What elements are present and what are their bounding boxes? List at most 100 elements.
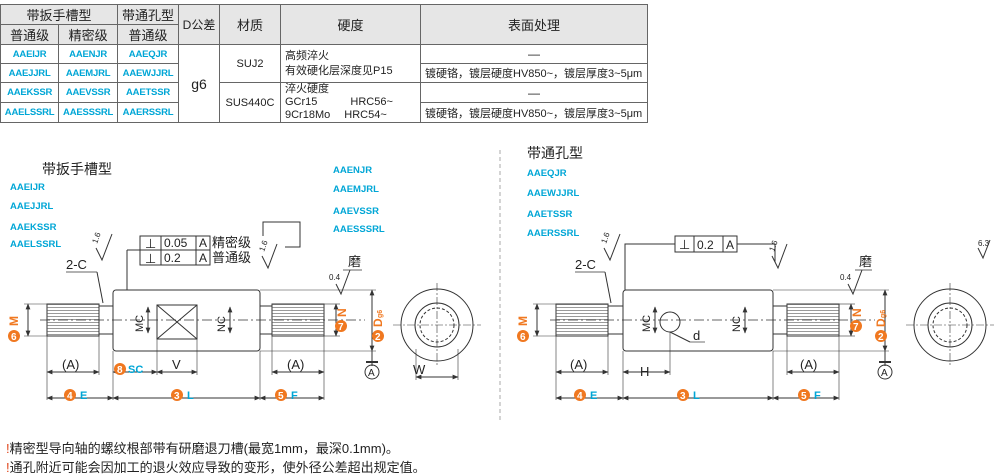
badge-number: 3 (174, 391, 180, 402)
left-codes-b: AAENJR AAEMJRL AAEVSSR AAESSSRL (333, 165, 385, 235)
roughness-value: 0.4 (329, 273, 341, 282)
code-label: AAESSSRL (333, 224, 385, 235)
dim-nc: NC (216, 316, 228, 332)
datum-label: W (413, 362, 426, 377)
roughness-mark (335, 269, 351, 296)
badge-number: 5 (801, 391, 807, 402)
normal-label: 普通级 (212, 250, 251, 265)
code-label: AAENJR (333, 165, 372, 176)
left-title: 带扳手槽型 (42, 161, 112, 177)
roughness-mark (261, 243, 278, 270)
dim-d-sub: g6 (377, 310, 384, 318)
dim-mc: MC (641, 315, 653, 332)
dim-a: (A) (287, 357, 304, 372)
roughness-value: 1.6 (767, 239, 779, 253)
badge-number: 5 (278, 391, 284, 402)
note-2: !通孔附近可能会因加工的退火效应导致的变形，使外径公差超出规定值。 (6, 457, 426, 476)
left-codes-a: AAEIJR AAEJJRL AAEKSSR AAELSSRL (10, 182, 61, 250)
chamfer-label: 2-C (66, 257, 87, 272)
datum-label: A (368, 368, 375, 379)
code-label: AAETSSR (527, 209, 573, 220)
badge-icon (8, 330, 20, 342)
dim-sc: SC (128, 364, 143, 376)
grind-label: 磨 (348, 254, 361, 269)
badge-number: 6 (11, 332, 17, 343)
dim-f: F (814, 390, 821, 402)
code-label: AAERSSRL (527, 228, 579, 239)
dim-n: N (850, 308, 864, 317)
surface-none: — (420, 82, 648, 103)
warning-icon: ! (6, 460, 10, 475)
hardness-line: 高频淬火 (285, 49, 329, 62)
dim-hole: d (693, 328, 700, 343)
badge-number: 3 (680, 391, 686, 402)
note-text: 通孔附近可能会因加工的退火效应导致的变形，使外径公差超出规定值。 (9, 460, 426, 475)
tolerance-value: 0.2 (164, 251, 181, 265)
note-1: !精密型导向轴的螺纹根部带有研磨退刀槽(最宽1mm，最深0.1mm)。 (6, 438, 399, 457)
roughness-value: 6.3 (978, 239, 990, 248)
hardness-line: 淬火硬度 (285, 83, 329, 95)
surface-chrome: 镀硬铬，镀层硬度HV850~，镀层厚度3~5μm (420, 102, 648, 123)
badge-number: 4 (67, 391, 73, 402)
right-codes: AAEQJR AAEWJJRL AAETSSR AAERSSRL (527, 168, 579, 239)
code-label: AAEQJR (527, 168, 567, 179)
perpendicular-icon: ⊥ (145, 251, 156, 266)
dim-d: D (371, 318, 385, 327)
header-d-tolerance: D公差 (178, 4, 220, 45)
dim-e: E (80, 390, 87, 402)
roughness-mark (95, 233, 113, 262)
code-cell: AAELSSRL (0, 102, 60, 123)
material-sus440c: SUS440C (219, 82, 281, 123)
dim-a: (A) (62, 357, 79, 372)
badge-number: 8 (117, 365, 123, 376)
datum-circle (364, 364, 380, 380)
precise-label: 精密级 (212, 235, 251, 250)
header-material: 材质 (219, 4, 281, 45)
dim-f: F (291, 390, 298, 402)
code-label: AAEMJRL (333, 184, 379, 195)
warning-icon: ! (6, 441, 10, 456)
dim-a: (A) (800, 357, 817, 372)
perpendicular-icon: ⊥ (679, 237, 690, 252)
dim-l: L (693, 390, 700, 402)
dim-a: (A) (570, 357, 587, 372)
code-label: AAEWJJRL (527, 188, 579, 199)
code-label: AAEVSSR (333, 206, 379, 217)
hardness-line: 有效硬化层深度见P15 (285, 64, 393, 77)
tolerance-ref: A (199, 251, 207, 265)
chamfer-label: 2-C (575, 257, 596, 272)
code-label: AAEIJR (10, 182, 45, 193)
dim-l: L (187, 390, 194, 402)
roughness-value: 1.6 (599, 231, 611, 245)
code-cell: AAERSSRL (117, 102, 179, 123)
header-normal-grade: 普通级 (0, 24, 60, 45)
perpendicular-icon: ⊥ (145, 236, 156, 251)
wrench-slot (156, 304, 198, 340)
dim-n: N (335, 308, 349, 317)
grind-label: 磨 (859, 254, 872, 269)
tolerance-ref: A (199, 236, 207, 250)
header-precise-grade: 精密级 (58, 24, 118, 45)
roughness-value: 1.6 (90, 231, 102, 245)
roughness-value: 1.6 (257, 239, 269, 253)
right-title: 带通孔型 (527, 145, 583, 161)
hardness-suj2: 高频淬火 有效硬化层深度见P15 (280, 44, 421, 83)
header-lever-type: 带扳手槽型 (0, 4, 118, 25)
header-hardness: 硬度 (280, 4, 421, 45)
dim-mc: MC (134, 315, 146, 332)
badge-number: 7 (338, 322, 344, 333)
dim-h: H (640, 364, 649, 379)
badge-number: 2 (375, 332, 381, 343)
code-label: AAEKSSR (10, 222, 57, 233)
badge-number: 7 (853, 322, 859, 333)
badge-number: 2 (878, 332, 884, 343)
spec-table: 带扳手槽型 带通孔型 D公差 材质 硬度 表面处理 普通级 精密级 普通级 AA… (0, 4, 648, 123)
dim-v: V (172, 357, 181, 372)
hardness-line: 9Cr18Mo HRC54~ (285, 109, 387, 121)
datum-label: A (881, 368, 888, 379)
dim-e: E (590, 390, 597, 402)
code-label: AAEJJRL (10, 201, 53, 212)
dim-d: D (874, 318, 888, 327)
header-through-type: 带通孔型 (117, 4, 179, 25)
